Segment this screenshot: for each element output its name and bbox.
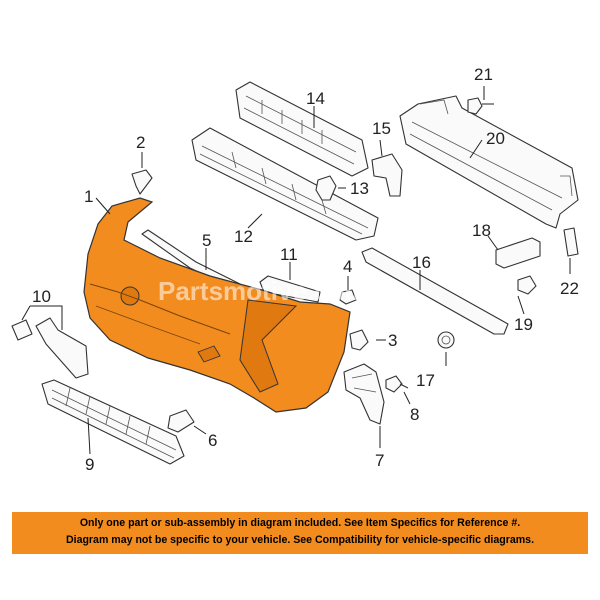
- part-17-grommet: [437, 331, 455, 349]
- leader-lines: [21, 86, 571, 455]
- part-7-side-bracket: [343, 363, 385, 425]
- callout-2: 2: [136, 133, 145, 152]
- part-8-fastener: [385, 375, 409, 393]
- part-20-reinforcement: [399, 95, 579, 229]
- callout-15: 15: [372, 119, 391, 138]
- disclaimer-banner: Only one part or sub-assembly in diagram…: [12, 512, 588, 554]
- callout-3: 3: [388, 331, 397, 350]
- part-12-energy-absorber: [191, 127, 379, 241]
- part-19-nut: [517, 275, 537, 295]
- callout-16: 16: [412, 253, 431, 272]
- part-10-brackets: [11, 317, 89, 379]
- callout-8: 8: [410, 405, 419, 424]
- part-21-bolt: [467, 97, 494, 115]
- callout-5: 5: [202, 231, 211, 250]
- callout-17: 17: [416, 371, 435, 390]
- part-16-bar: [361, 247, 509, 335]
- callout-14: 14: [306, 89, 325, 108]
- disclaimer-line-2: Diagram may not be specific to your vehi…: [65, 534, 535, 546]
- callout-11: 11: [280, 245, 298, 264]
- watermark: Partsmotive.com: [158, 276, 368, 306]
- part-9-lower-grille: [41, 379, 185, 465]
- callout-10: 10: [32, 287, 51, 306]
- part-13-clip: [315, 175, 337, 201]
- callout-4: 4: [343, 257, 352, 276]
- part-1-bumper-cover: Partsmotive.com: [83, 197, 368, 413]
- callout-19: 19: [514, 315, 533, 334]
- callout-6: 6: [208, 431, 217, 450]
- callout-13: 13: [350, 179, 369, 198]
- callout-21: 21: [474, 65, 493, 84]
- callout-22: 22: [560, 279, 579, 298]
- part-4-clip: [339, 289, 357, 305]
- callout-20: 20: [486, 129, 505, 148]
- callout-12: 12: [234, 227, 253, 246]
- part-22-pin: [563, 227, 579, 257]
- part-18-bracket: [495, 237, 541, 269]
- part-15-bracket: [371, 153, 403, 197]
- callout-7: 7: [375, 451, 384, 470]
- part-3-clip: [349, 329, 369, 351]
- callout-18: 18: [472, 221, 491, 240]
- part-2-bolt: [131, 169, 153, 195]
- disclaimer-line-1: Only one part or sub-assembly in diagram…: [79, 517, 521, 529]
- callout-1: 1: [84, 187, 93, 206]
- part-14-absorber: [235, 81, 369, 177]
- callout-labels: 1 2 3 4 5 6 7 8 9 10 11 12 13 14 15 16 1…: [32, 65, 579, 474]
- callout-9: 9: [85, 455, 94, 474]
- part-6-cap: [167, 409, 195, 433]
